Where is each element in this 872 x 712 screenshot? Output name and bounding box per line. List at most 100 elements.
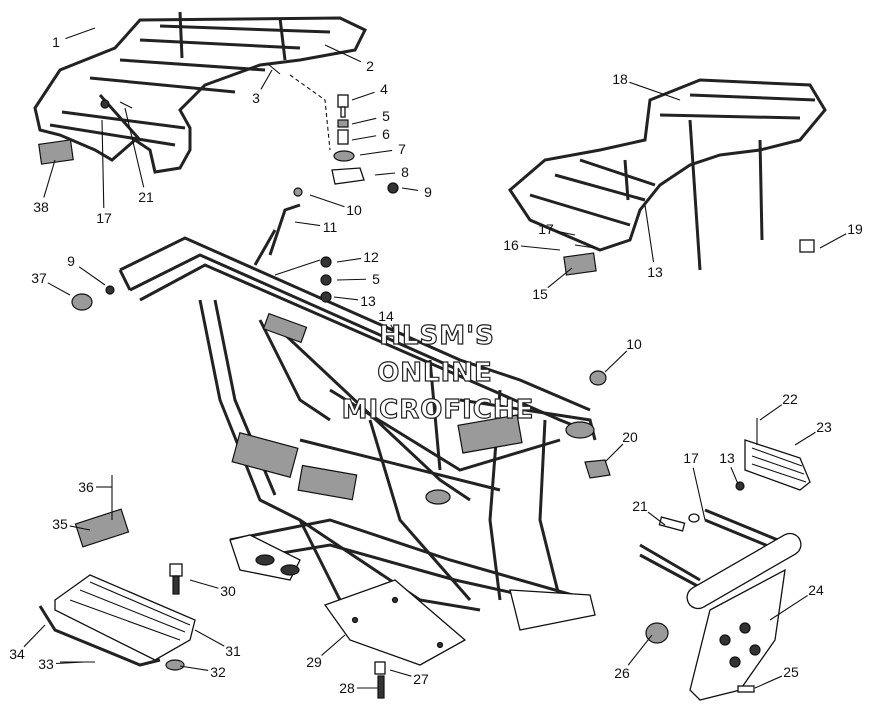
callout-number: 27	[413, 671, 429, 687]
leader-line	[604, 443, 624, 463]
left-hardware	[71, 285, 115, 311]
callout-c13a: 13	[333, 293, 376, 309]
leader-line	[374, 172, 396, 176]
callout-number: 23	[816, 419, 832, 435]
leader-line	[309, 194, 345, 208]
callout-number: 13	[647, 264, 663, 280]
callout-c1: 1	[52, 27, 96, 50]
callout-c7: 7	[359, 141, 406, 157]
callout-c36: 36	[78, 479, 112, 495]
callout-number: 9	[424, 184, 432, 200]
callout-number: 16	[503, 237, 519, 253]
callout-c13b: 13	[644, 204, 663, 280]
callout-number: 13	[719, 450, 735, 466]
callout-c21a: 21	[124, 107, 154, 205]
callout-number: 32	[210, 664, 226, 680]
leader-line	[604, 350, 628, 373]
callout-number: 33	[38, 656, 54, 672]
leader-line	[23, 624, 46, 648]
callout-number: 7	[398, 141, 406, 157]
callout-number: 12	[363, 249, 379, 265]
callout-number: 5	[382, 108, 390, 124]
callout-c4: 4	[351, 81, 388, 101]
leader-line	[179, 665, 209, 671]
callout-number: 18	[612, 71, 628, 87]
callout-number: 24	[808, 582, 824, 598]
leader-line	[759, 404, 783, 421]
callout-c37: 37	[31, 270, 71, 296]
callout-c25: 25	[754, 664, 799, 689]
leader-line	[324, 44, 362, 63]
callout-c26: 26	[614, 634, 653, 681]
callout-c28: 28	[339, 680, 378, 696]
leader-line	[819, 233, 847, 249]
callout-c10b: 10	[604, 336, 642, 373]
block-part	[584, 459, 611, 479]
leader-line	[321, 634, 346, 656]
callout-number: 36	[78, 479, 94, 495]
callout-number: 5	[372, 271, 380, 287]
callout-c22: 22	[759, 391, 798, 421]
leader-line	[65, 27, 96, 40]
callout-c30: 30	[189, 579, 236, 599]
leader-line	[692, 467, 706, 521]
callout-c10a: 10	[309, 194, 362, 218]
callout-number: 3	[252, 90, 260, 106]
left-footrest	[38, 475, 196, 671]
leader-line	[47, 282, 71, 296]
leader-line	[520, 245, 561, 251]
callout-c33: 33	[38, 656, 86, 672]
callout-number: 25	[783, 664, 799, 680]
leader-line	[55, 661, 86, 665]
leader-line	[78, 266, 106, 286]
watermark-line-1: HLSM'S	[379, 321, 495, 351]
leader-line	[647, 511, 666, 526]
mount-hardware-stack	[267, 63, 399, 194]
callout-number: 28	[339, 680, 355, 696]
callout-number: 37	[31, 270, 47, 286]
callout-c34: 34	[9, 624, 46, 662]
callout-c15: 15	[532, 267, 573, 302]
callout-number: 19	[847, 221, 863, 237]
leader-line	[351, 91, 375, 101]
callout-number: 26	[614, 665, 630, 681]
leader-line	[351, 117, 377, 125]
callout-number: 15	[532, 286, 548, 302]
callout-c31: 31	[194, 629, 241, 659]
leader-line	[336, 257, 362, 263]
leader-line	[351, 135, 377, 141]
callout-c17a: 17	[96, 119, 112, 226]
leader-line	[294, 221, 321, 227]
leader-line	[555, 230, 576, 236]
leader-line	[547, 267, 573, 289]
callout-number: 1	[52, 34, 60, 50]
callout-c19: 19	[819, 221, 863, 249]
callout-number: 4	[380, 81, 388, 97]
cap-part	[589, 370, 607, 386]
callout-layer: 1234567891011125131493738172118191716131…	[9, 27, 863, 696]
callout-number: 30	[220, 583, 236, 599]
leader-line	[629, 81, 681, 101]
leader-line	[69, 525, 91, 531]
leader-line	[794, 431, 816, 446]
callout-c3: 3	[252, 69, 273, 106]
callout-number: 13	[360, 293, 376, 309]
callout-number: 21	[138, 189, 154, 205]
callout-c14: 14	[378, 308, 399, 339]
leader-line	[43, 159, 56, 198]
callout-number: 14	[378, 308, 394, 324]
callout-c35: 35	[52, 516, 91, 532]
callout-number: 20	[622, 429, 638, 445]
callout-number: 38	[33, 199, 49, 215]
callout-c32: 32	[179, 664, 226, 680]
callout-number: 6	[382, 126, 390, 142]
callout-c18: 18	[612, 71, 681, 101]
callout-c20: 20	[604, 429, 638, 463]
callout-number: 17	[683, 450, 699, 466]
callout-c23: 23	[794, 419, 832, 446]
callout-c12: 12	[336, 249, 379, 265]
leader-line	[769, 595, 808, 621]
leader-line	[359, 149, 393, 156]
callout-c29: 29	[306, 634, 346, 670]
